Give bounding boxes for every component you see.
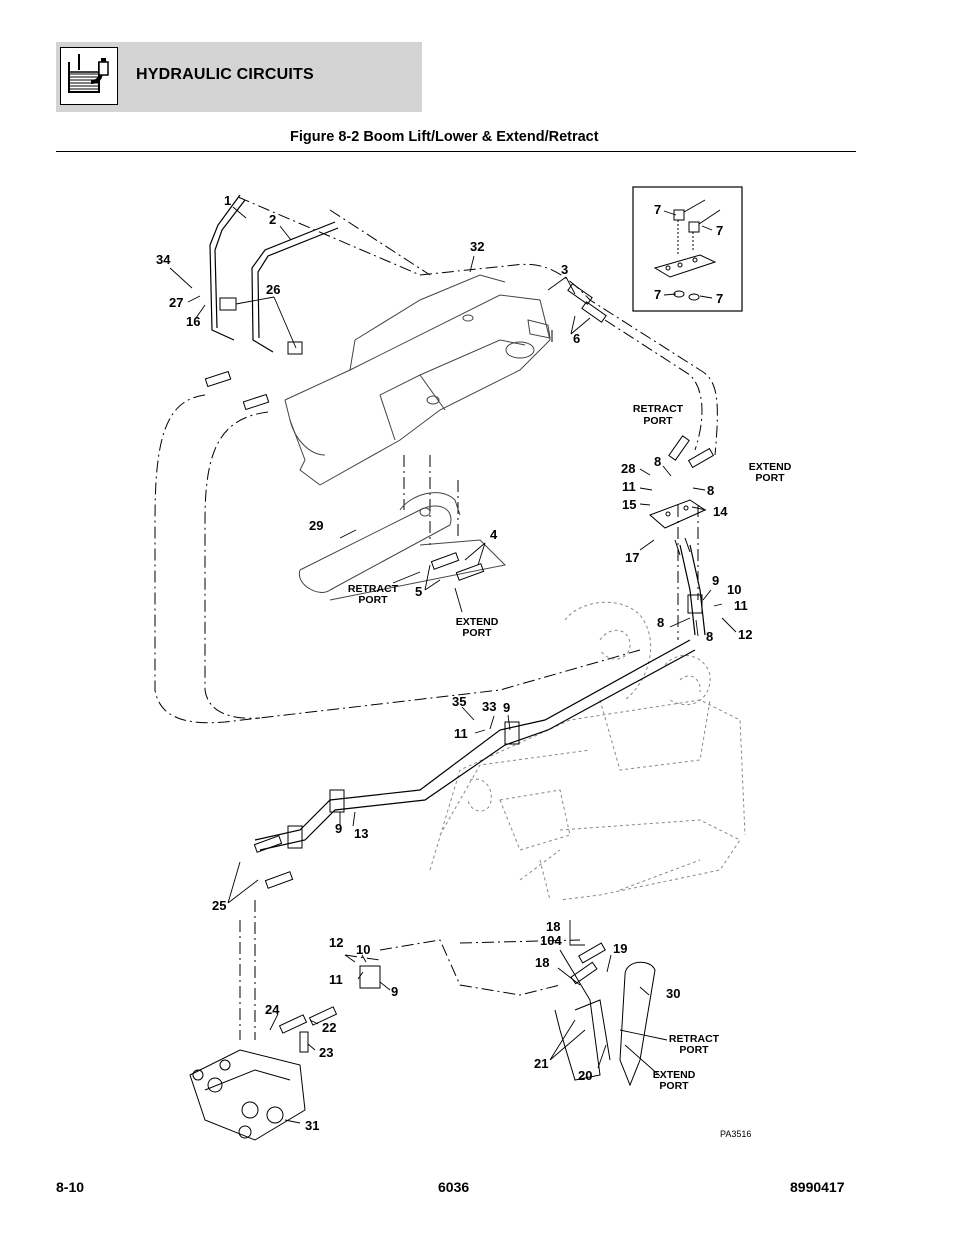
callout-17: 17 xyxy=(625,550,639,565)
callout-9c: 9 xyxy=(335,821,342,836)
boom-assembly xyxy=(284,274,551,486)
leader-lines xyxy=(169,206,737,1124)
callout-35: 35 xyxy=(452,694,466,709)
document-number: 8990417 xyxy=(790,1179,845,1195)
inset-plate xyxy=(653,199,721,301)
retract-port-label-cyl: RETRACT xyxy=(348,583,399,595)
callout-3: 3 xyxy=(561,262,568,277)
callout-32: 32 xyxy=(470,239,484,254)
callout-8a: 8 xyxy=(654,454,661,469)
callout-31: 31 xyxy=(305,1118,319,1133)
callout-26: 26 xyxy=(266,282,280,297)
callout-1: 1 xyxy=(224,193,231,208)
callout-34: 34 xyxy=(156,252,171,267)
boom-tubes xyxy=(209,194,339,353)
callout-13: 13 xyxy=(354,826,368,841)
retract-port-label-top-2: PORT xyxy=(643,415,673,427)
callout-22: 22 xyxy=(322,1020,336,1035)
callout-12b: 12 xyxy=(329,935,343,950)
callout-30: 30 xyxy=(666,986,680,1001)
chassis-frame xyxy=(429,601,746,901)
callout-4: 4 xyxy=(490,527,498,542)
extend-port-label-bottom: EXTEND xyxy=(653,1069,696,1081)
callout-15: 15 xyxy=(622,497,636,512)
callout-18a: 18 xyxy=(546,919,560,934)
callout-21: 21 xyxy=(534,1056,548,1071)
callout-7b: 7 xyxy=(716,223,723,238)
callout-11c: 11 xyxy=(454,726,468,741)
callout-23: 23 xyxy=(319,1045,333,1060)
callout-11a: 11 xyxy=(622,479,636,494)
detail-inset xyxy=(632,186,743,312)
callout-9d: 9 xyxy=(391,984,398,999)
callout-8b: 8 xyxy=(707,483,714,498)
callout-11b: 11 xyxy=(734,598,748,613)
figure-title: Figure 8-2 Boom Lift/Lower & Extend/Retr… xyxy=(290,129,599,145)
callout-7a: 7 xyxy=(654,202,661,217)
lift-cylinder xyxy=(298,492,507,601)
callout-19: 19 xyxy=(613,941,627,956)
telescope-cylinder xyxy=(554,949,656,1087)
callout-33: 33 xyxy=(482,699,496,714)
callout-28: 28 xyxy=(621,461,635,476)
callout-7d: 7 xyxy=(716,291,723,306)
callout-25: 25 xyxy=(212,898,226,913)
drawing-code: PA3516 xyxy=(720,1129,751,1139)
callout-10b: 10 xyxy=(356,942,370,957)
hydraulic-reservoir-icon xyxy=(60,47,118,105)
extend-port-label-cyl-2: PORT xyxy=(462,627,492,639)
title-rule xyxy=(56,151,856,152)
model-number: 6036 xyxy=(438,1179,470,1195)
retract-port-label-cyl-2: PORT xyxy=(358,594,388,606)
retract-port-label-bottom-2: PORT xyxy=(679,1044,709,1056)
callout-6: 6 xyxy=(573,331,580,346)
chassis-hoses xyxy=(254,544,706,851)
callout-10a: 10 xyxy=(727,582,741,597)
callout-24: 24 xyxy=(265,1002,280,1017)
callout-104: 104 xyxy=(540,933,562,948)
retract-port-label-bottom: RETRACT xyxy=(669,1033,720,1045)
hose-routing xyxy=(154,196,718,1040)
callout-8c: 8 xyxy=(657,615,664,630)
callout-18b: 18 xyxy=(535,955,549,970)
fittings xyxy=(204,283,715,1053)
extend-port-label-cyl: EXTEND xyxy=(456,616,499,628)
callout-8d: 8 xyxy=(706,629,713,644)
control-valve xyxy=(189,1049,306,1141)
callout-14: 14 xyxy=(713,504,728,519)
callout-11d: 11 xyxy=(329,972,343,987)
callout-7c: 7 xyxy=(654,287,661,302)
callout-27: 27 xyxy=(169,295,183,310)
extend-port-label-top: EXTEND xyxy=(749,461,792,473)
clamp-blocks xyxy=(219,297,703,989)
callout-29: 29 xyxy=(309,518,323,533)
callout-16: 16 xyxy=(186,314,200,329)
extend-port-label-top-2: PORT xyxy=(755,472,785,484)
callout-9a: 9 xyxy=(712,573,719,588)
callout-12a: 12 xyxy=(738,627,752,642)
section-title: HYDRAULIC CIRCUITS xyxy=(136,66,314,83)
retract-port-label-top: RETRACT xyxy=(633,403,684,415)
callout-2: 2 xyxy=(269,212,276,227)
callout-20: 20 xyxy=(578,1068,592,1083)
extend-port-label-bottom-2: PORT xyxy=(659,1080,689,1092)
callout-9b: 9 xyxy=(503,700,510,715)
callout-5: 5 xyxy=(415,584,422,599)
page-number: 8-10 xyxy=(56,1179,85,1195)
